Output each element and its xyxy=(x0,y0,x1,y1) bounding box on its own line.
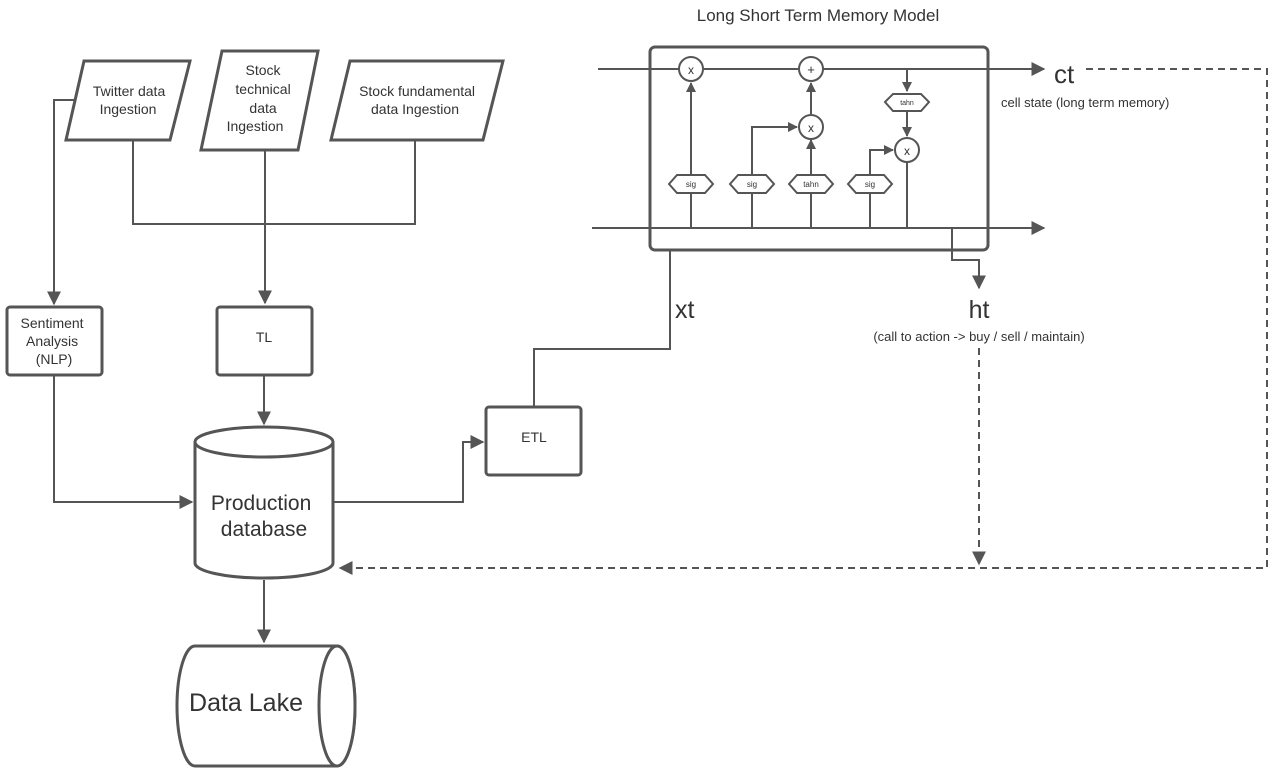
ht-label: ht xyxy=(969,296,990,324)
twitter-ingestion-node: Twitter data Ingestion xyxy=(64,59,192,142)
input-multiply-op: x xyxy=(798,114,824,140)
technical-ingestion-label-line4: Ingestion xyxy=(227,118,284,134)
etl-to-lstm-arrow xyxy=(533,230,677,407)
production-label-line2: database xyxy=(221,518,307,541)
svg-text:Stock technical da: Stock technical data Ingestion xyxy=(227,62,295,134)
ct-feedback-dashed-line xyxy=(338,68,1268,575)
input-sigmoid-gate: sig xyxy=(728,174,776,194)
cell-add-symbol: + xyxy=(807,62,815,77)
twitter-ingestion-label-line1: Twitter data xyxy=(93,83,166,99)
sentiment-to-production-arrow xyxy=(53,375,194,509)
xt-label: xt xyxy=(675,296,695,324)
lstm-title: Long Short Term Memory Model xyxy=(697,6,940,25)
production-database-node: Production database xyxy=(193,425,335,580)
ct-label: ct xyxy=(1054,59,1075,89)
sentiment-label-line1: Sentiment xyxy=(21,315,84,331)
fundamental-ingestion-node: Stock fundamental data Ingestion xyxy=(329,59,505,142)
forget-multiply-op: x xyxy=(678,56,704,82)
technical-ingestion-node: Stock technical data Ingestion xyxy=(199,49,320,152)
output-sigmoid-label: sig xyxy=(865,180,875,189)
cell-tanh-gate: tahn xyxy=(883,93,931,112)
production-label-line1: Production xyxy=(211,492,311,515)
etl-label: ETL xyxy=(521,429,547,445)
etl-node: ETL xyxy=(484,405,583,477)
data-lake-label: Data Lake xyxy=(189,689,303,717)
output-sigmoid-gate: sig xyxy=(846,174,894,194)
production-to-etl-arrow xyxy=(333,435,485,503)
svg-text:Stock fundamental data I: Stock fundamental data Ingestion xyxy=(359,83,479,117)
twitter-to-merge-line xyxy=(132,140,416,225)
svg-text:Twitter data Ingestion: Twitter data Ingestion xyxy=(93,83,169,117)
data-lake-node: Data Lake xyxy=(175,644,357,768)
candidate-tanh-label: tahn xyxy=(803,180,819,189)
fundamental-ingestion-label-line2: data Ingestion xyxy=(371,101,459,117)
technical-ingestion-label-line3: data xyxy=(249,100,276,116)
cell-add-op: + xyxy=(798,56,824,82)
ht-caption: (call to action -> buy / sell / maintain… xyxy=(873,329,1084,344)
sentiment-label-line2: Analysis xyxy=(26,333,78,349)
input-sigmoid-label: sig xyxy=(747,180,757,189)
twitter-to-sentiment-arrow xyxy=(47,99,76,306)
output-multiply-symbol: x xyxy=(904,144,910,158)
fundamental-ingestion-label-line1: Stock fundamental xyxy=(359,83,475,99)
technical-ingestion-label-line2: technical xyxy=(235,81,290,97)
twitter-ingestion-label-line2: Ingestion xyxy=(100,101,157,117)
tl-label: TL xyxy=(256,329,273,345)
forget-sigmoid-label: sig xyxy=(686,180,696,189)
svg-text:Sentiment Analysis: Sentiment Analysis (NLP) xyxy=(21,315,88,367)
lstm-to-ht-arrow xyxy=(906,163,986,290)
forget-multiply-symbol: x xyxy=(688,63,694,77)
lstm-cell: x + x x sig sig tahn sig xyxy=(592,45,1046,290)
technical-ingestion-label-line1: Stock xyxy=(246,62,282,78)
sentiment-analysis-node: Sentiment Analysis (NLP) xyxy=(5,305,104,377)
candidate-tanh-gate: tahn xyxy=(787,174,835,194)
input-multiply-symbol: x xyxy=(808,121,814,135)
svg-text:Production database: Production database xyxy=(211,492,317,541)
forget-sigmoid-gate: sig xyxy=(667,174,715,194)
cell-tanh-label: tahn xyxy=(900,100,914,107)
ct-caption: cell state (long term memory) xyxy=(1001,95,1169,110)
sentiment-label-line3: (NLP) xyxy=(36,351,73,367)
tl-node: TL xyxy=(215,305,314,377)
output-multiply-op: x xyxy=(894,137,920,163)
